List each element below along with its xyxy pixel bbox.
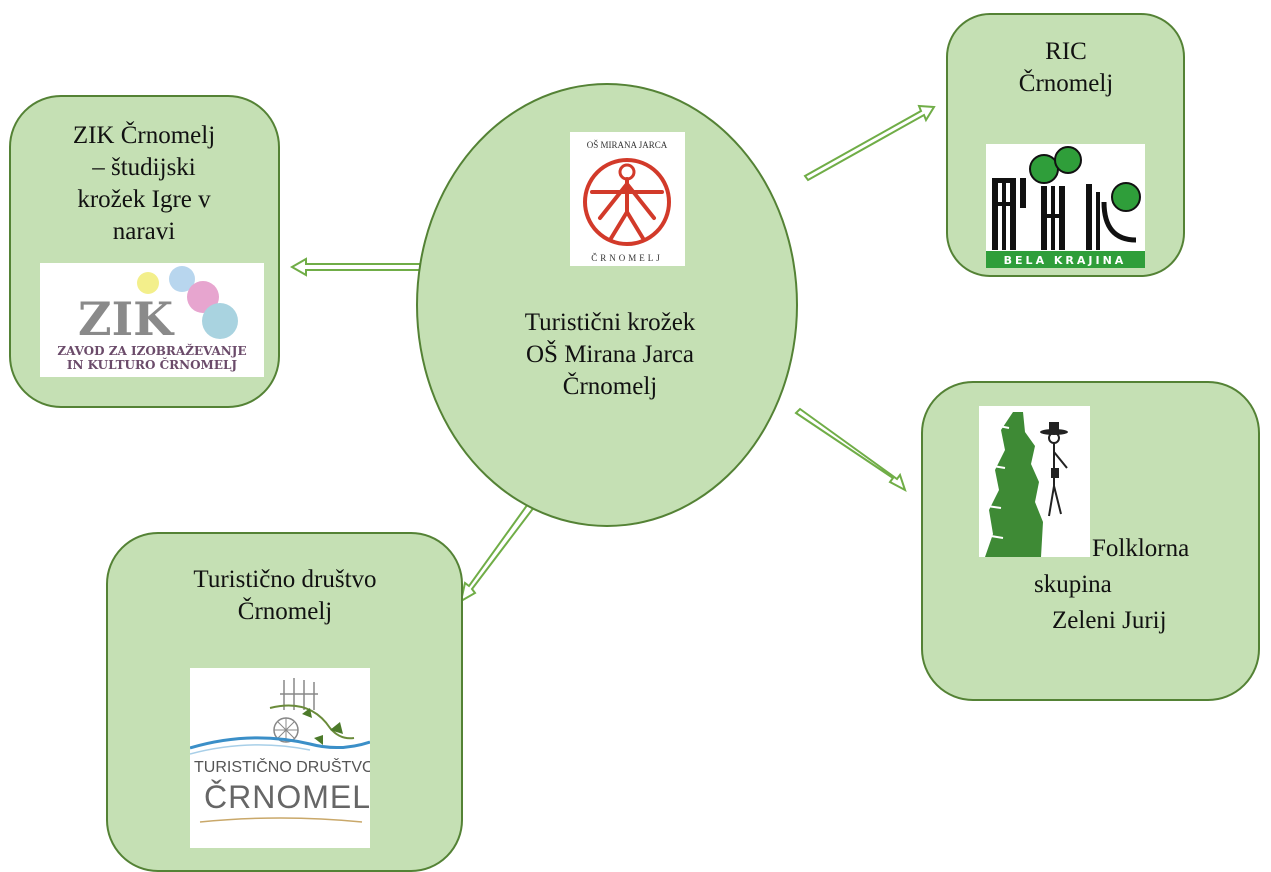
td-logo: TURISTIČNO DRUŠTVO ČRNOMELJ	[190, 668, 370, 848]
os-logo-top: OŠ MIRANA JARCA	[587, 140, 668, 150]
zik-line-4: naravi	[112, 218, 176, 245]
center-line-3: Črnomelj	[562, 373, 658, 400]
ric-logo-band: BELA KRAJINA	[1004, 254, 1127, 267]
td-line-1: Turistično društvo	[193, 566, 377, 593]
zik-line-2: – študijski	[92, 154, 196, 181]
folk-line-1: Folklorna	[1092, 535, 1190, 562]
ric-line-2: Črnomelj	[1018, 70, 1114, 97]
zik-line-3: krožek Igre v	[77, 186, 211, 213]
center-line-2: OŠ Mirana Jarca	[526, 341, 694, 368]
ric-line-1: RIC	[1045, 38, 1087, 65]
os-logo-bottom: ČRNOMELJ	[591, 253, 663, 263]
td-logo-line1: TURISTIČNO DRUŠTVO	[194, 757, 370, 776]
center-line-1: Turistični krožek	[524, 309, 696, 336]
folk-node	[921, 381, 1260, 701]
ric-logo: BELA KRAJINA	[986, 144, 1145, 268]
td-logo-line2: ČRNOMELJ	[204, 779, 370, 815]
arrow-to-folk	[794, 407, 907, 493]
td-label: Turistično društvo Črnomelj	[130, 564, 440, 628]
os-logo: OŠ MIRANA JARCA ČRNOMELJ	[570, 132, 685, 266]
zik-logo: ZIK ZAVOD ZA IZOBRAŽEVANJE IN KULTURO ČR…	[40, 263, 264, 377]
arrow-to-zik	[289, 257, 421, 277]
arrow-to-td	[459, 488, 546, 603]
folk-logo	[979, 406, 1090, 557]
ric-label: RIC Črnomelj	[966, 36, 1166, 100]
td-line-2: Črnomelj	[237, 598, 333, 625]
zik-line-1: ZIK Črnomelj	[72, 122, 216, 149]
folk-line-2: skupina	[1034, 571, 1112, 598]
zik-logo-line1: ZAVOD ZA IZOBRAŽEVANJE	[57, 343, 246, 358]
zik-label: ZIK Črnomelj – študijski krožek Igre v n…	[24, 120, 264, 248]
zik-logo-line2: IN KULTURO ČRNOMELJ	[67, 356, 237, 372]
folk-line-3: Zeleni Jurij	[1052, 607, 1167, 634]
zik-logo-big: ZIK	[78, 292, 175, 346]
arrow-to-ric	[803, 104, 936, 182]
center-label: Turistični krožek OŠ Mirana Jarca Črnome…	[470, 307, 750, 403]
connector-arrows	[289, 104, 936, 603]
